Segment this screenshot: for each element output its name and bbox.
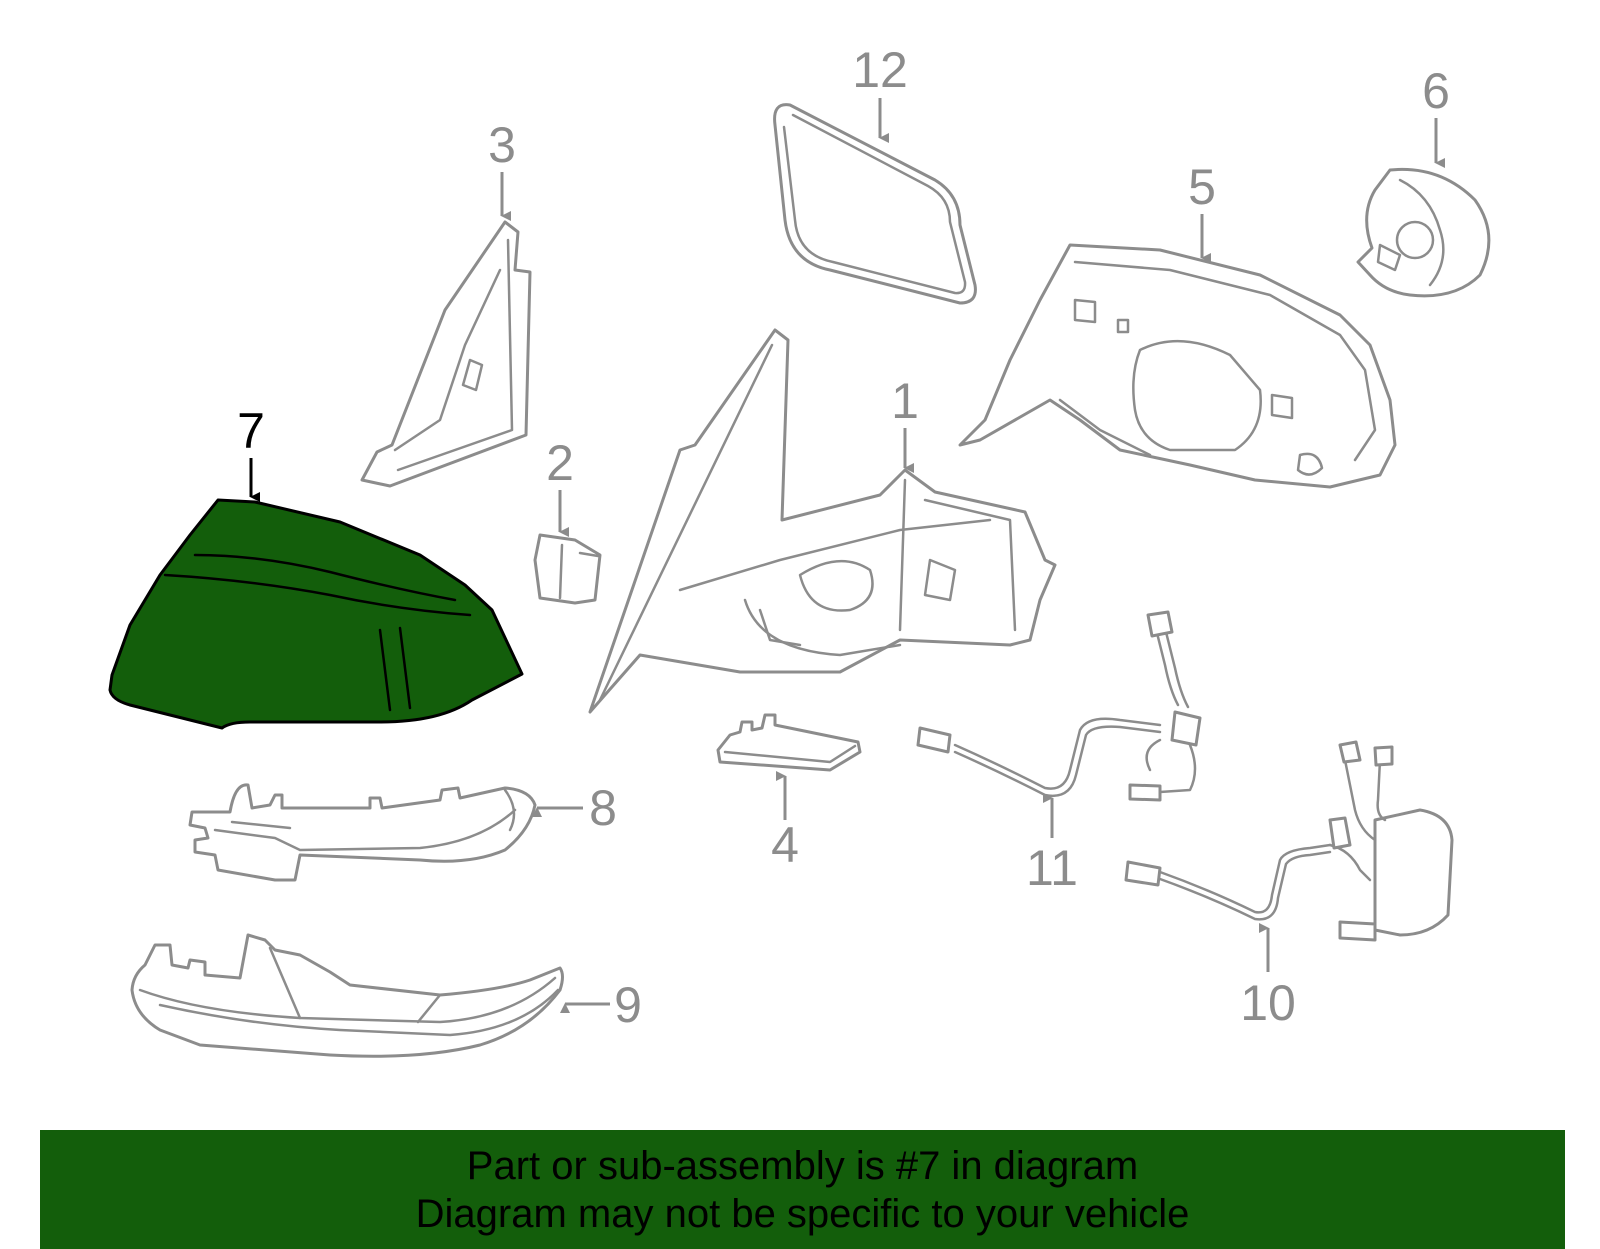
- callout-1: 1: [891, 373, 919, 429]
- callout-6: 6: [1422, 63, 1450, 119]
- part-1-mirror-base[interactable]: [588, 328, 1057, 714]
- callout-2: 2: [546, 435, 574, 491]
- callout-3: 3: [488, 117, 516, 173]
- callout-8: 8: [589, 780, 617, 836]
- callout-7: 7: [237, 403, 265, 459]
- callout-10: 10: [1240, 975, 1296, 1031]
- part-5-back-housing[interactable]: [958, 243, 1397, 489]
- part-8-turn-signal[interactable]: [188, 783, 537, 882]
- callout-4: 4: [771, 817, 799, 873]
- banner-line-2: Diagram may not be specific to your vehi…: [415, 1191, 1190, 1236]
- callout-9: 9: [614, 977, 642, 1033]
- part-12-mirror-glass[interactable]: [773, 103, 977, 305]
- part-10-harness-module[interactable]: [1124, 740, 1454, 942]
- callout-5: 5: [1188, 159, 1216, 215]
- part-6-motor[interactable]: [1356, 167, 1491, 298]
- callout-11: 11: [1026, 840, 1078, 896]
- part-3-triangle-trim[interactable]: [360, 220, 532, 488]
- callout-12: 12: [852, 42, 908, 98]
- part-11-wiring-harness[interactable]: [916, 610, 1202, 802]
- part-9-lower-trim[interactable]: [130, 933, 564, 1058]
- banner-line-1: Part or sub-assembly is #7 in diagram: [466, 1143, 1139, 1188]
- part-2-clip[interactable]: [533, 533, 602, 605]
- info-banner: Part or sub-assembly is #7 in diagram Di…: [40, 1130, 1565, 1249]
- parts-diagram: 12 3 6 5 7 2 1 8 4 11 9 10: [108, 42, 1491, 1058]
- part-7-mirror-cover[interactable]: [108, 498, 524, 730]
- part-4-cover-plate[interactable]: [716, 713, 862, 772]
